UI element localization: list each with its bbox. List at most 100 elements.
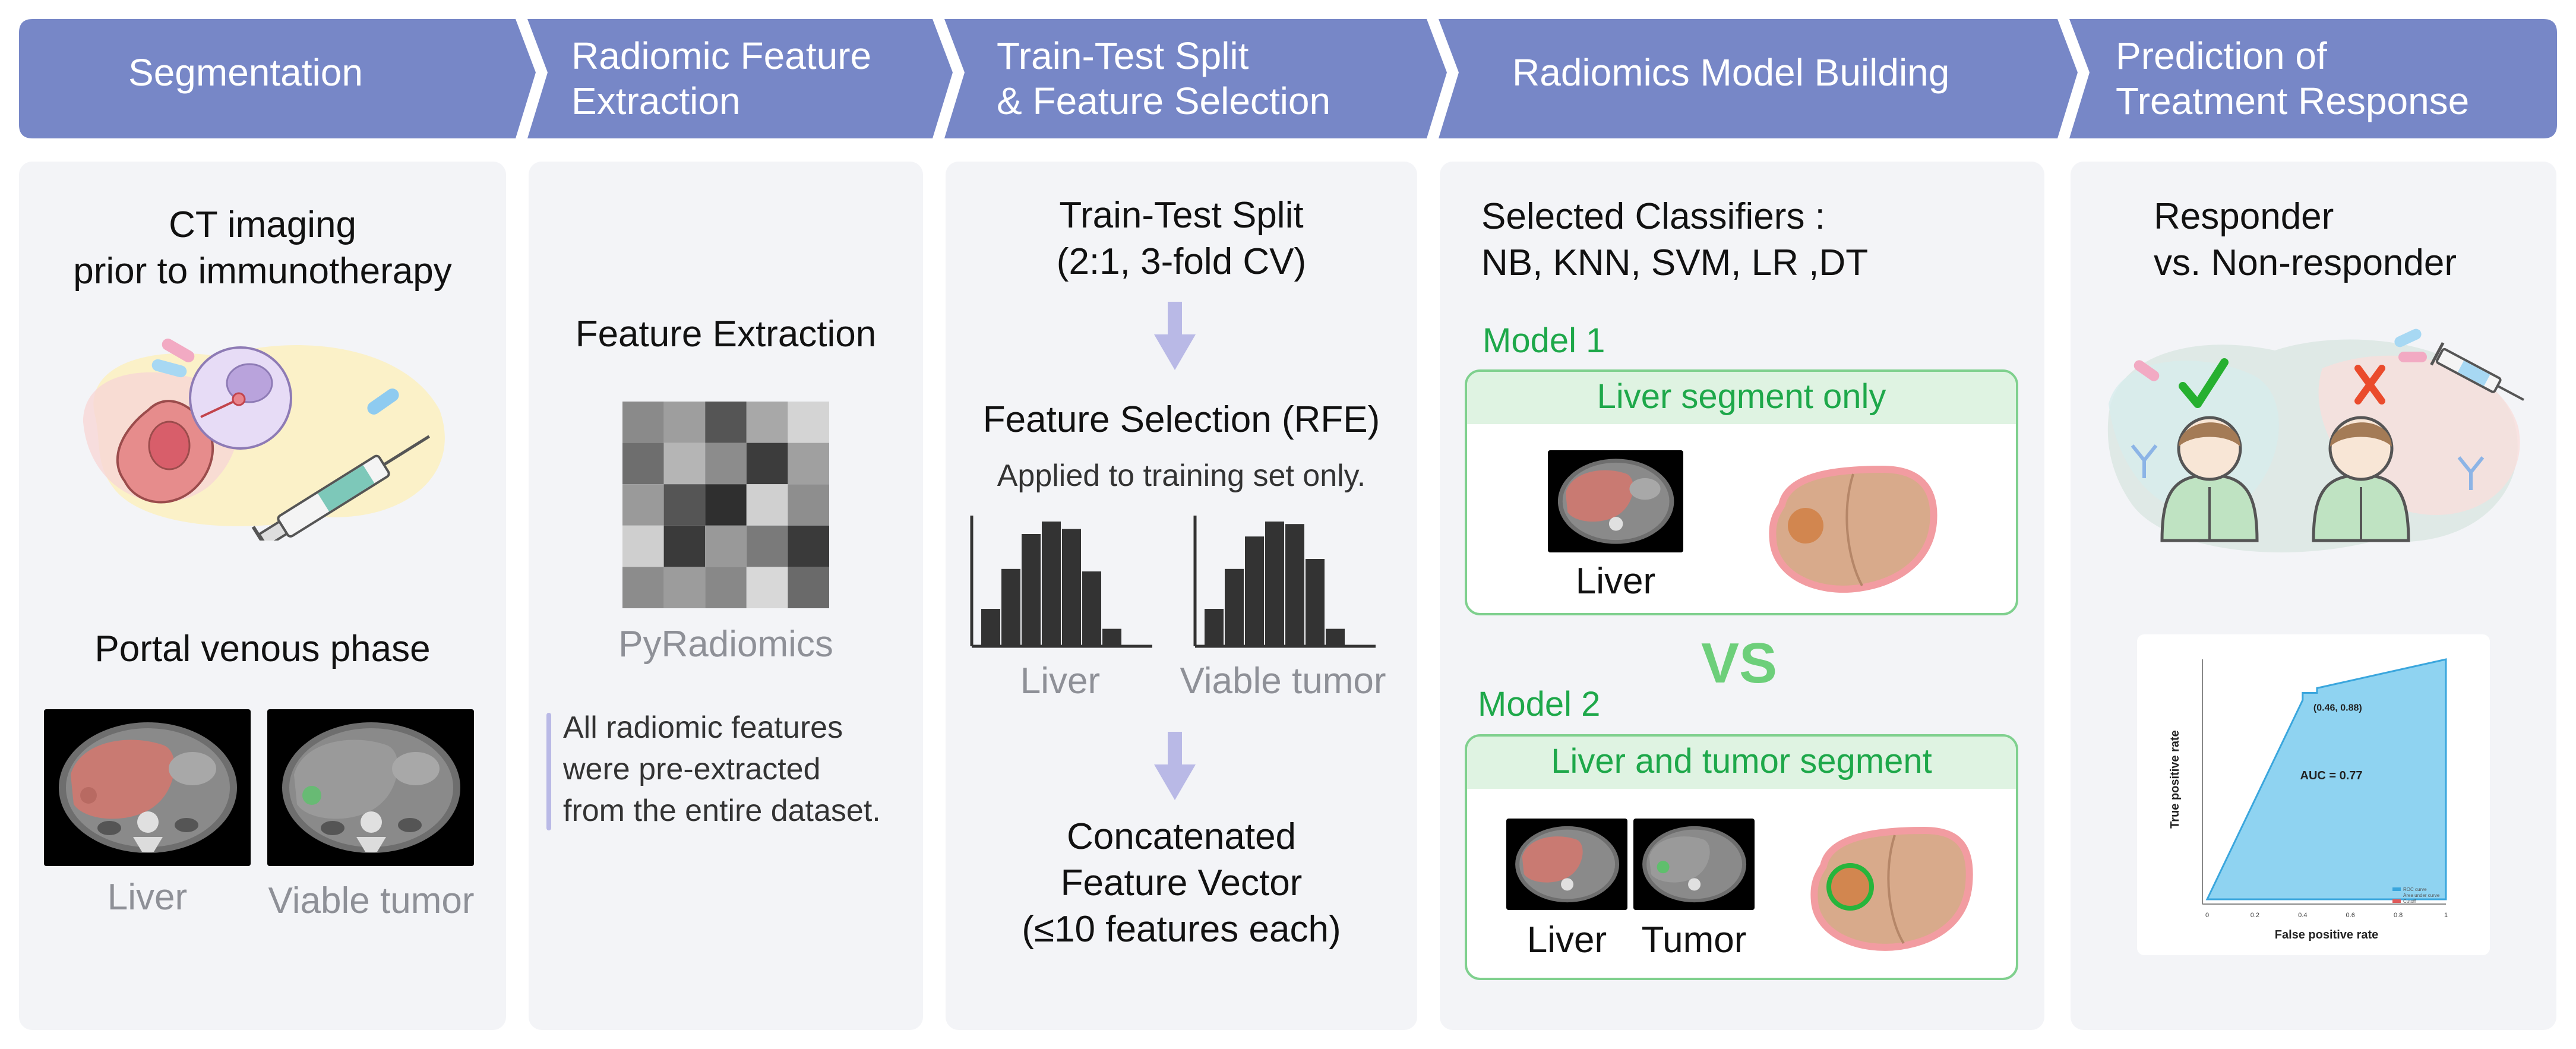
- antibody-icon: [2131, 444, 2158, 478]
- hist-bar: [1306, 559, 1325, 646]
- model2-liver-label: Liver: [1526, 920, 1607, 960]
- roc-x-tick: 0: [2205, 912, 2209, 919]
- model2-bar: Liver and tumor segment: [1467, 737, 2016, 789]
- model2-label: Model 2: [1478, 685, 1601, 723]
- hist-bar: [1205, 609, 1224, 646]
- feature-extraction-heading: Feature Extraction: [575, 314, 877, 355]
- step-arrow-4: [1439, 19, 2078, 138]
- hist-bar: [1265, 522, 1284, 646]
- matrix-cell: [788, 567, 829, 608]
- roc-ylabel: True positive rate: [2169, 730, 2182, 829]
- step-title-segmentation: Segmentation: [128, 51, 363, 94]
- person-responder-icon: [2160, 416, 2259, 542]
- step-title-split-2: & Feature Selection: [997, 80, 1331, 122]
- roc-legend-swatch: [2392, 899, 2401, 903]
- matrix-cell: [705, 484, 747, 526]
- hist-bar: [1082, 571, 1101, 646]
- concat-line-2: Feature Vector: [1060, 862, 1303, 903]
- note-bar: [546, 713, 551, 830]
- check-icon: [2179, 358, 2229, 408]
- matrix-cell: [788, 484, 829, 526]
- immunotherapy-illustration: [83, 339, 445, 541]
- model2-tumor-label: Tumor: [1641, 920, 1747, 960]
- matrix-cell: [788, 402, 829, 443]
- matrix-cell: [622, 525, 664, 567]
- liver-tumor-organ-icon: [1810, 826, 1973, 951]
- syringe-icon-2: [2430, 342, 2524, 401]
- split-line-1: Train-Test Split: [1059, 195, 1304, 236]
- seg-tumor-label: Viable tumor: [268, 880, 475, 921]
- note-line-1: All radiomic features: [563, 710, 843, 745]
- model2-ct-tumor: [1633, 819, 1755, 910]
- seg-liver-label: Liver: [107, 877, 188, 918]
- matrix-cell: [705, 525, 747, 567]
- roc-legend-label: ROC curve: [2403, 887, 2427, 892]
- responder-line-1: Responder: [2154, 196, 2334, 237]
- matrix-cell: [663, 484, 706, 526]
- hist-bar: [1326, 628, 1345, 646]
- matrix-cell: [705, 567, 747, 608]
- roc-x-tick: 0.8: [2394, 912, 2403, 919]
- matrix-cell: [663, 443, 706, 485]
- matrix-cell: [746, 484, 788, 526]
- concat-line-1: Concatenated: [1066, 816, 1297, 857]
- hist-bar: [1042, 522, 1061, 646]
- roc-auc-label: AUC = 0.77: [2300, 769, 2363, 782]
- matrix-cell: [705, 402, 747, 443]
- step-arrow-5: [2069, 19, 2557, 138]
- liver-organ-icon: [1769, 465, 1937, 593]
- matrix-cell: [622, 484, 664, 526]
- model2-ct-liver: [1506, 819, 1627, 910]
- down-arrow-icon: [1154, 302, 1196, 370]
- responder-line-2: vs. Non-responder: [2154, 242, 2457, 283]
- hist-bar: [981, 609, 1000, 646]
- roc-x-tick: 1: [2444, 912, 2448, 919]
- portal-venous-label: Portal venous phase: [94, 628, 431, 669]
- matrix-cell: [622, 443, 664, 485]
- roc-legend-swatch: [2392, 887, 2401, 891]
- hist-bar: [1285, 524, 1304, 646]
- roc-area: [2205, 658, 2447, 901]
- histogram-liver: [970, 516, 1152, 648]
- classifiers-list: NB, KNN, SVM, LR ,DT: [1481, 242, 1869, 283]
- note-line-3: from the entire dataset.: [563, 794, 881, 828]
- hist-tumor-label: Viable tumor: [1180, 661, 1386, 702]
- hist-liver-label: Liver: [1020, 661, 1101, 702]
- roc-point-label: (0.46, 0.88): [2313, 703, 2362, 713]
- cross-icon: [2354, 365, 2385, 405]
- matrix-cell: [746, 525, 788, 567]
- vs-label: VS: [1701, 631, 1778, 695]
- step-title-extraction-2: Extraction: [571, 80, 741, 122]
- matrix-cell: [788, 525, 829, 567]
- step-arrow-3: [944, 19, 1447, 138]
- concat-line-3: (≤10 features each): [1022, 909, 1341, 950]
- model1-ct-liver: [1548, 450, 1683, 552]
- model1-label: Model 1: [1483, 321, 1605, 360]
- roc-x-tick: 0.2: [2251, 912, 2259, 919]
- pill-icon: [162, 339, 195, 362]
- panel-segmentation: [19, 162, 506, 1030]
- hist-bar: [1022, 534, 1041, 646]
- hist-bar: [1102, 628, 1121, 646]
- hist-bar: [1001, 568, 1020, 646]
- responder-illustration: [2107, 328, 2524, 552]
- fs-title: Feature Selection (RFE): [982, 399, 1380, 440]
- roc-xlabel: False positive rate: [2275, 928, 2379, 941]
- roc-x-tick: 0.6: [2346, 912, 2355, 919]
- matrix-cell: [622, 402, 664, 443]
- down-arrow-icon-2: [1154, 732, 1196, 800]
- model1-bar: Liver segment only: [1467, 372, 2016, 424]
- matrix-cell: [663, 567, 706, 608]
- model1-liver-label: Liver: [1575, 561, 1656, 602]
- fs-subtitle: Applied to training set only.: [997, 459, 1366, 493]
- matrix-cell: [746, 402, 788, 443]
- step-arrow-1: [19, 19, 536, 138]
- ct-image-liver: [44, 709, 251, 866]
- hist-bar: [1245, 536, 1264, 646]
- roc-legend-swatch: [2392, 893, 2401, 897]
- hist-bar: [1062, 529, 1081, 646]
- ct-image-tumor: [267, 709, 474, 866]
- matrix-cell: [663, 402, 706, 443]
- note-line-2: were pre-extracted: [563, 752, 821, 786]
